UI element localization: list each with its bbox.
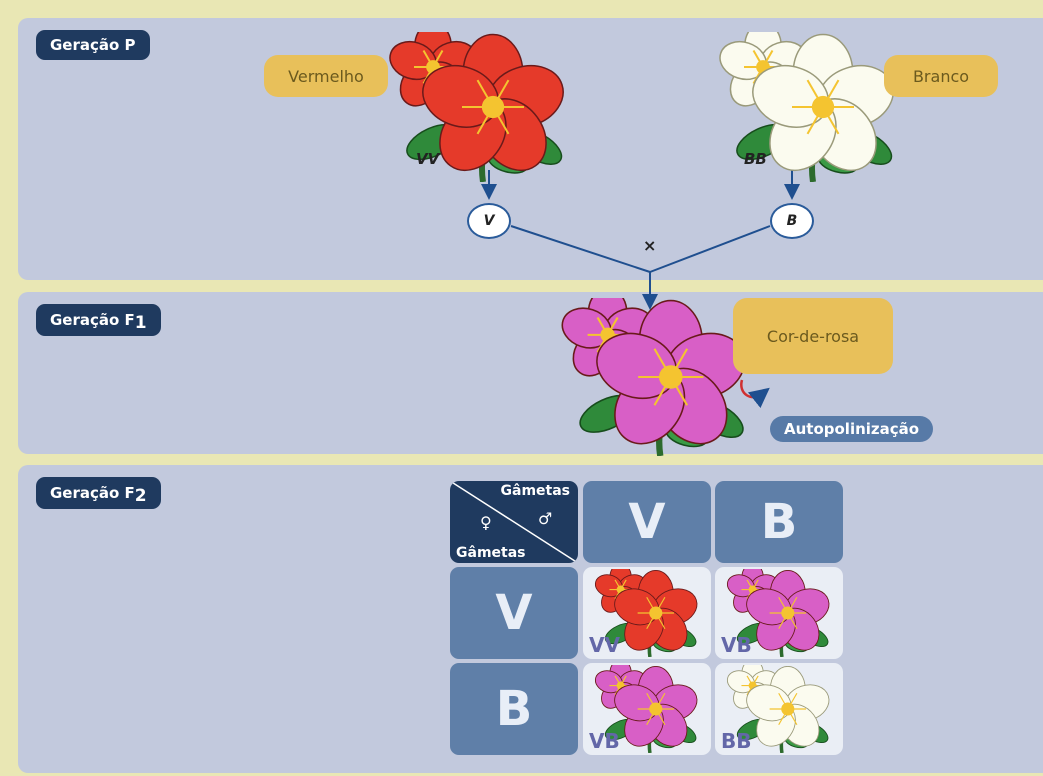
punnett-row-header-1: V bbox=[450, 567, 578, 659]
flower-white-offspring bbox=[721, 663, 837, 754]
generation-p-label: Geração P bbox=[36, 30, 150, 60]
cross-symbol: × bbox=[643, 236, 657, 255]
generation-f1-label-text: Geração F bbox=[50, 311, 135, 329]
color-label-red: Vermelho bbox=[264, 55, 388, 97]
cross-line-left bbox=[510, 225, 651, 273]
punnett-col-header-2: B bbox=[715, 481, 843, 563]
corner-label-top: Gâmetas bbox=[500, 483, 571, 499]
corner-label-bottom: Gâmetas bbox=[456, 545, 526, 561]
punnett-cell-bb: BB bbox=[715, 663, 843, 755]
punnett-cell-genotype: VB bbox=[589, 729, 620, 753]
flower-pink-offspring bbox=[589, 663, 705, 754]
gamete-left: V bbox=[467, 203, 511, 239]
punnett-cell-vb-2: VB bbox=[583, 663, 711, 755]
male-symbol: ♂ bbox=[538, 509, 553, 528]
color-label-pink: Cor-de-rosa bbox=[733, 298, 893, 374]
punnett-col-header-1: V bbox=[583, 481, 711, 563]
flower-pink-offspring bbox=[721, 567, 837, 658]
self-pollination-arrow bbox=[740, 379, 770, 409]
corner-divider bbox=[450, 481, 578, 563]
generation-f2-label: Geração F2 bbox=[36, 477, 161, 509]
punnett-cell-vb-1: VB bbox=[715, 567, 843, 659]
punnett-cell-genotype: VB bbox=[721, 633, 752, 657]
generation-f2-label-text: Geração F bbox=[50, 484, 135, 502]
genotype-left-parent: VV bbox=[416, 150, 440, 168]
punnett-cell-vv: VV bbox=[583, 567, 711, 659]
flower-red-parent bbox=[388, 21, 568, 183]
generation-f2-label-sub: 2 bbox=[134, 486, 147, 506]
color-label-white: Branco bbox=[884, 55, 998, 97]
flower-pink-f1 bbox=[560, 287, 750, 457]
gamete-right: B bbox=[770, 203, 814, 239]
genotype-right-parent: BB bbox=[744, 150, 767, 168]
punnett-cell-genotype: VV bbox=[589, 633, 620, 657]
punnett-cell-genotype: BB bbox=[721, 729, 752, 753]
self-pollination-badge: Autopolinização bbox=[770, 416, 934, 442]
female-symbol: ♀ bbox=[480, 513, 492, 532]
generation-f1-label: Geração F1 bbox=[36, 304, 161, 336]
cross-line-right bbox=[649, 225, 771, 273]
generation-f1-label-sub: 1 bbox=[134, 313, 147, 333]
flower-red-offspring bbox=[589, 567, 705, 658]
punnett-corner: Gâmetas Gâmetas ♀ ♂ bbox=[450, 481, 578, 563]
flower-white-parent bbox=[718, 21, 898, 183]
punnett-row-header-2: B bbox=[450, 663, 578, 755]
